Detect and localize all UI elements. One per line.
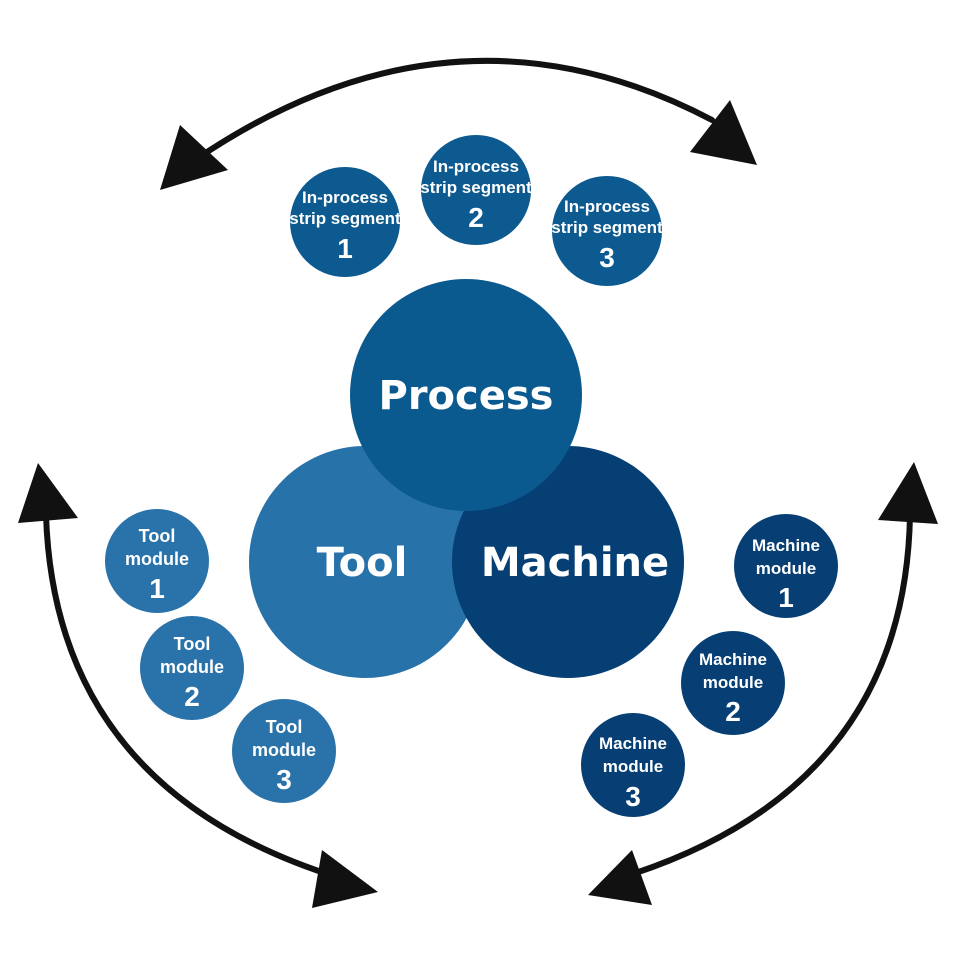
machine-module-2-line1: Machine: [699, 650, 767, 669]
segment-1-line1: In-process: [302, 188, 388, 207]
tool-module-1: Tool module 1: [105, 509, 209, 613]
tool-module-1-circle: [105, 509, 209, 613]
segment-2-line2: strip segment: [420, 178, 532, 197]
process-circle: [350, 279, 582, 511]
top-arrow-head-right: [690, 100, 757, 165]
machine-module-3-line2: module: [603, 757, 663, 776]
tool-module-3-circle: [232, 699, 336, 803]
machine-circle: [452, 446, 684, 678]
machine-module-3-line1: Machine: [599, 734, 667, 753]
machine-module-2-line2: module: [703, 673, 763, 692]
tool-module-2-line2: module: [160, 657, 224, 677]
segment-1-number: 1: [337, 233, 353, 264]
tool-module-3-line2: module: [252, 740, 316, 760]
machine-module-2-number: 2: [725, 696, 741, 727]
right-arrow-head-top: [878, 462, 938, 524]
left-cycle-arrow: [18, 463, 378, 908]
right-arrow-arc: [617, 512, 913, 881]
top-cycle-arrow: [160, 57, 757, 190]
left-arrow-head-top: [18, 463, 78, 523]
segment-3-line2: strip segment: [551, 218, 663, 237]
tool-module-2-number: 2: [184, 681, 200, 712]
machine-label: Machine: [481, 540, 669, 586]
tool-module-3-number: 3: [276, 764, 292, 795]
machine-module-3-circle: [581, 713, 685, 817]
left-arrow-arc: [43, 512, 343, 881]
segment-1-circle: [290, 167, 400, 277]
tool-module-2-line1: Tool: [174, 634, 211, 654]
right-cycle-arrow: [588, 462, 938, 905]
tool-label: Tool: [317, 540, 408, 586]
machine-module-1-circle: [734, 514, 838, 618]
segment-1: In-process strip segment 1: [289, 167, 401, 277]
tool-module-1-line1: Tool: [139, 526, 176, 546]
segment-2-line1: In-process: [433, 157, 519, 176]
machine-module-3-number: 3: [625, 781, 641, 812]
machine-module-1-number: 1: [778, 582, 794, 613]
machine-module-2: Machine module 2: [681, 631, 785, 735]
segment-2-number: 2: [468, 202, 484, 233]
tool-module-1-number: 1: [149, 573, 165, 604]
segment-2: In-process strip segment 2: [420, 135, 532, 245]
segment-2-circle: [421, 135, 531, 245]
right-arrow-head-bottom: [588, 850, 652, 905]
machine-module-1-line2: module: [756, 559, 816, 578]
segment-1-line2: strip segment: [289, 209, 401, 228]
machine-module-1-line1: Machine: [752, 536, 820, 555]
segment-3: In-process strip segment 3: [551, 176, 663, 286]
top-arrow-head-left: [160, 125, 228, 190]
tool-circle: [249, 446, 481, 678]
segment-3-circle: [552, 176, 662, 286]
tool-module-3-line1: Tool: [266, 717, 303, 737]
top-arrow-arc: [195, 57, 715, 161]
segment-3-line1: In-process: [564, 197, 650, 216]
machine-module-1: Machine module 1: [734, 514, 838, 618]
left-arrow-head-bottom: [312, 850, 378, 908]
tool-module-2-circle: [140, 616, 244, 720]
segment-3-number: 3: [599, 242, 615, 273]
tool-module-2: Tool module 2: [140, 616, 244, 720]
process-label: Process: [379, 373, 554, 419]
tool-module-3: Tool module 3: [232, 699, 336, 803]
machine-module-3: Machine module 3: [581, 713, 685, 817]
tool-module-1-line2: module: [125, 549, 189, 569]
machine-module-2-circle: [681, 631, 785, 735]
